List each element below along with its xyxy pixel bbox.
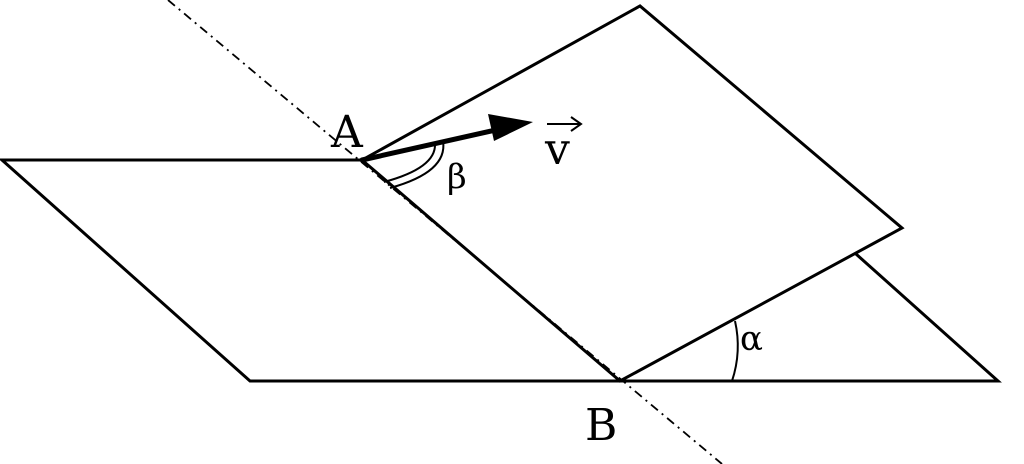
angle-beta-label: β bbox=[447, 157, 467, 197]
point-b-label: B bbox=[585, 400, 617, 451]
inclined-plane bbox=[359, 4, 905, 383]
horizontal-plane-right-part bbox=[620, 252, 1002, 383]
horizontal-plane bbox=[0, 158, 620, 383]
angle-alpha-label: α bbox=[740, 319, 763, 359]
intersection-axis-line bbox=[167, 0, 723, 464]
vector-v-arrowhead bbox=[488, 114, 533, 141]
angle-beta-arc-outer bbox=[389, 140, 445, 189]
point-a-label: A bbox=[330, 107, 364, 158]
vector-v-shaft bbox=[359, 126, 503, 163]
angle-beta-arc-inner bbox=[383, 143, 437, 183]
vector-v-label-arrow bbox=[547, 116, 583, 132]
angle-alpha-arc bbox=[731, 320, 739, 382]
vector-v-label: v bbox=[544, 124, 570, 175]
